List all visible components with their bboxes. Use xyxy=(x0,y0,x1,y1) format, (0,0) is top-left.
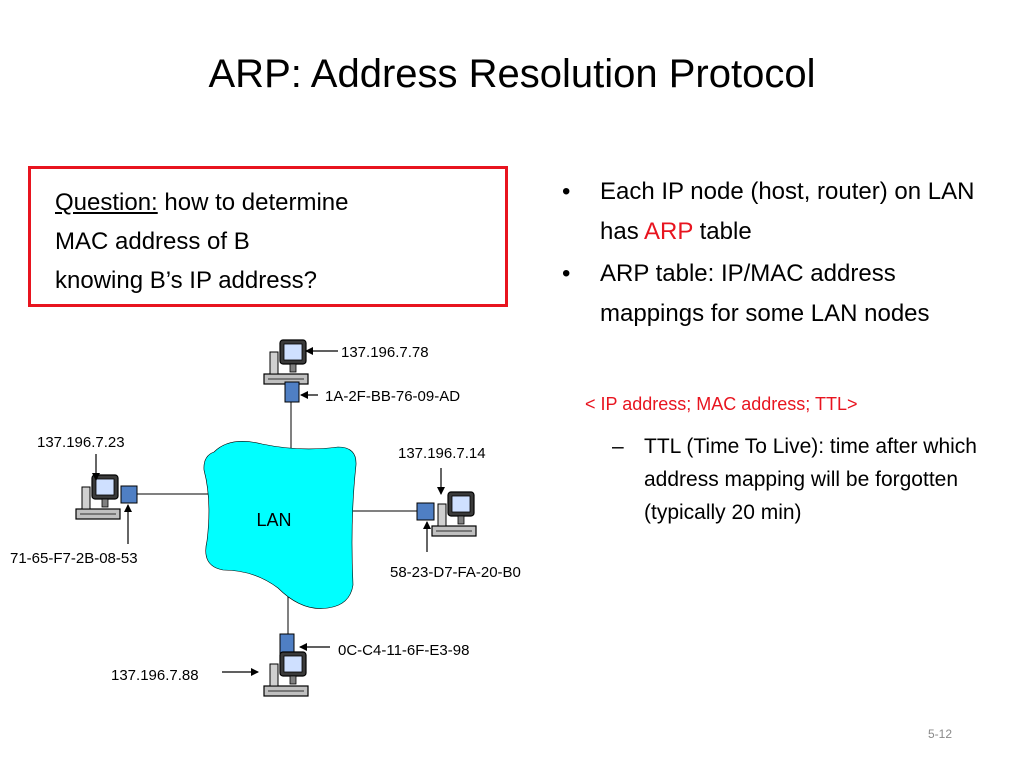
bullet-1-end: table xyxy=(692,218,752,245)
sub-bullet-ttl: – TTL (Time To Live): time after which a… xyxy=(608,430,988,529)
question-line-2: MAC address of B xyxy=(55,228,250,255)
slide-title: ARP: Address Resolution Protocol xyxy=(208,52,816,96)
adapter-bottom xyxy=(279,633,295,655)
bullet-arp-table: • Each IP node (host, router) on LAN has… xyxy=(560,172,1000,252)
slide-number: 5-12 xyxy=(928,727,953,741)
bullet-mappings: • ARP table: IP/MAC address mappings for… xyxy=(560,254,1000,334)
bullet-list: • Each IP node (host, router) on LAN has… xyxy=(560,172,1000,336)
ip-bottom: 137.196.7.88 xyxy=(111,667,199,684)
question-text: Question: how to determine MAC address o… xyxy=(55,183,495,300)
host-bottom-computer-icon xyxy=(263,651,309,697)
mac-left: 71-65-F7-2B-08-53 xyxy=(10,550,138,567)
adapter-top xyxy=(284,381,300,403)
question-box: Question: how to determine MAC address o… xyxy=(28,166,508,307)
question-line-3: knowing B’s IP address? xyxy=(55,267,317,294)
sub-bullet-text: TTL (Time To Live): time after which add… xyxy=(644,435,977,524)
ip-top: 137.196.7.78 xyxy=(341,344,429,361)
lan-cloud xyxy=(203,441,357,609)
mac-bottom: 0C-C4-11-6F-E3-98 xyxy=(338,642,469,659)
adapter-right xyxy=(416,502,435,521)
host-right-computer-icon xyxy=(431,491,477,537)
mac-right: 58-23-D7-FA-20-B0 xyxy=(390,564,521,581)
mac-top: 1A-2F-BB-76-09-AD xyxy=(325,388,460,405)
bullet-1-text: Each IP node (host, router) on LAN has xyxy=(600,178,975,245)
host-left-computer-icon xyxy=(75,474,121,520)
arp-entry-format: < IP address; MAC address; TTL> xyxy=(585,394,858,414)
host-top-computer-icon xyxy=(263,339,309,385)
question-label: Question: xyxy=(55,189,158,216)
dash-icon: – xyxy=(612,435,624,458)
bullet-dot-icon: • xyxy=(562,178,571,205)
adapter-left xyxy=(120,485,138,504)
bullet-1-arp: ARP xyxy=(644,218,693,245)
ip-left: 137.196.7.23 xyxy=(37,434,125,451)
bullet-dot-icon: • xyxy=(562,260,571,287)
ip-right: 137.196.7.14 xyxy=(398,445,486,462)
lan-label: LAN xyxy=(256,510,291,530)
lan-diagram: LAN 137.196.7.78 1A-2F-BB-76-09-AD 137.1… xyxy=(10,339,521,697)
question-line-1: how to determine xyxy=(157,189,349,216)
bullet-2-text: ARP table: IP/MAC address mappings for s… xyxy=(600,260,930,327)
